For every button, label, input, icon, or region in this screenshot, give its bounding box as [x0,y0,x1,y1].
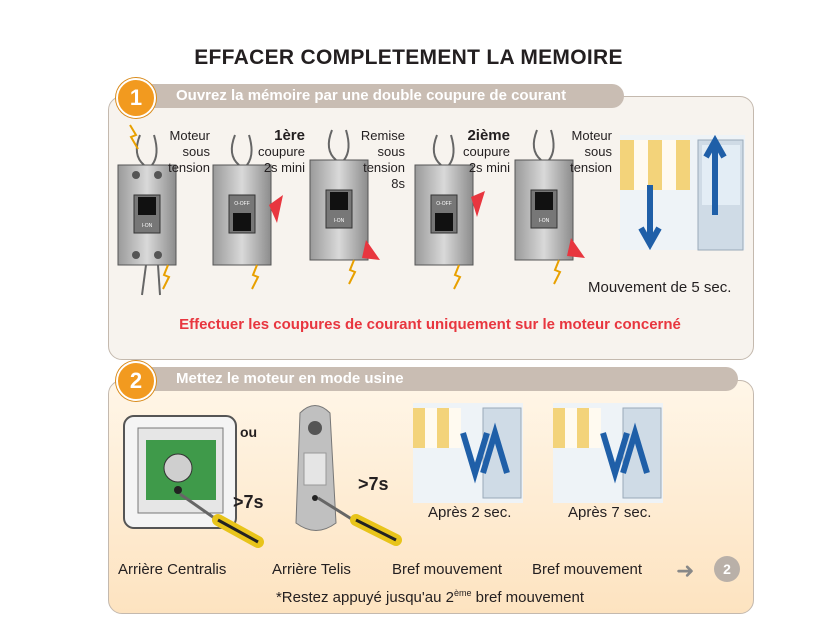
breakers-illustration: I-ON O-OFF I-ON O-OFF [117,124,585,296]
caption-centralis: Arrière Centralis [118,561,227,578]
breaker-1: I-ON [117,124,177,296]
window-illustration-1 [413,403,523,503]
duration-label-b: >7s [358,474,389,494]
breaker-5: I-ON [514,129,585,285]
step1-header: Ouvrez la mémoire par une double coupure… [118,84,624,108]
caption-bref-2: Bref mouvement [532,561,643,578]
after-7-sec: Après 7 sec. [568,504,652,521]
svg-text:I-ON: I-ON [142,223,153,229]
centralis-illustration [123,415,264,548]
step2-badge: 2 [116,361,156,401]
duration-label-a: >7s [233,492,264,512]
movement-caption: Mouvement de 5 sec. [588,279,732,296]
awning [620,140,690,190]
breaker-3: I-ON [309,129,380,285]
step1-badge: 1 [116,78,156,118]
warning-text: Effectuer les coupures de courant unique… [179,316,681,333]
svg-text:I-ON: I-ON [334,218,345,224]
window-illustration-2 [553,403,663,503]
arrow-right-icon: ➜ [676,558,695,583]
breaker-2: O-OFF [212,134,283,290]
caption-bref-1: Bref mouvement [392,561,503,578]
awning-window-illustration [620,135,745,251]
or-label: ou [240,424,258,440]
breaker-4: O-OFF [414,134,485,290]
svg-text:O-OFF: O-OFF [436,201,452,207]
svg-text:I-ON: I-ON [539,218,550,224]
next-step-badge: 2 [714,556,740,582]
caption-telis: Arrière Telis [272,561,351,578]
footnote: *Restez appuyé jusqu'au 2ème bref mouvem… [275,588,585,606]
page-title: EFFACER COMPLETEMENT LA MEMOIRE [194,46,623,69]
after-2-sec: Après 2 sec. [428,504,512,521]
svg-text:O-OFF: O-OFF [234,201,250,207]
telis-remote-illustration [295,405,402,546]
step2-header: Mettez le moteur en mode usine [118,367,738,391]
